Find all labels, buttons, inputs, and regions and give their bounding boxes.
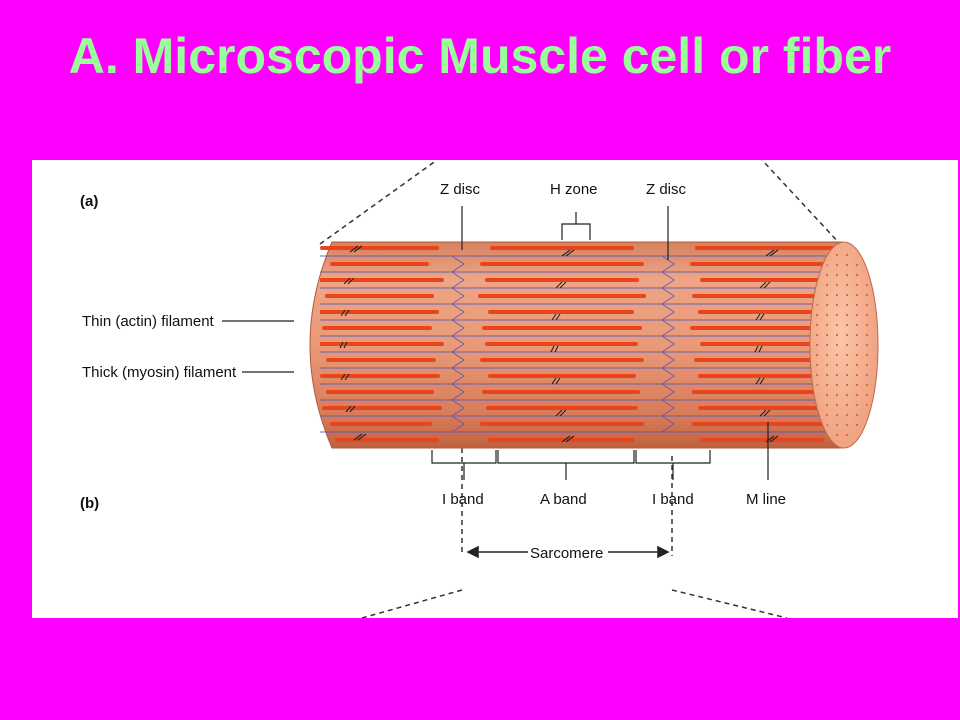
fiber-cylinder [309,241,879,449]
sarcomere-arrow [466,545,670,559]
i-band-right-label: I band [652,491,694,508]
zoom-lines [319,160,843,618]
thick-filament-label: Thick (myosin) filament [82,364,237,381]
slide-title: A. Microscopic Muscle cell or fiber [68,28,892,84]
marks-left [339,245,367,441]
marks-right [754,249,779,443]
marks-middle [550,249,575,443]
end-face-dots [814,247,874,443]
sarcomere-label: Sarcomere [530,545,603,562]
h-zone-label: H zone [550,181,598,198]
z-disc-right-label: Z disc [646,181,687,198]
thick-filaments [320,246,842,442]
z-disc-left-label: Z disc [440,181,481,198]
muscle-fiber-diagram: (a) (b) Z disc H zone Z disc Thin (actin… [80,160,879,618]
i-band-left-label: I band [442,491,484,508]
panel-a-label: (a) [80,193,98,210]
a-band-label: A band [540,491,587,508]
panel-b-label: (b) [80,495,99,512]
thin-filament-label: Thin (actin) filament [82,313,215,330]
m-line-label: M line [746,491,786,508]
label-leaders [222,206,769,480]
muscle-fiber-figure: (a) (b) Z disc H zone Z disc Thin (actin… [32,160,958,618]
m-line-marks [339,245,779,443]
